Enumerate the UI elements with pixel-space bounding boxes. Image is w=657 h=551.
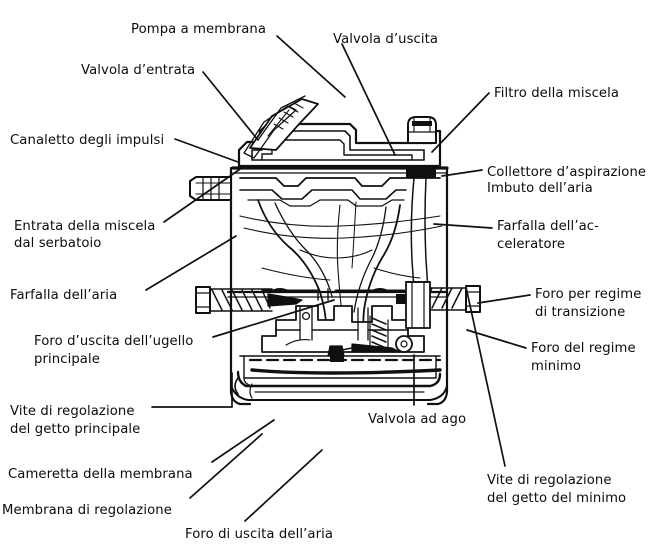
label-collettore-daspirazione: Collettore d’aspirazione <box>487 165 647 180</box>
filter-screw-cap <box>407 116 437 144</box>
label-dal-serbatoio: dal serbatoio <box>14 236 102 251</box>
internal-detail-contours <box>239 215 443 346</box>
label-vite-di-regolazione-1: Vite di regolazione <box>10 404 135 419</box>
upper-internal-passages <box>239 177 441 207</box>
label-canaletto-degli-impulsi: Canaletto degli impulsi <box>10 133 165 148</box>
leader-farfalla-dellaria <box>145 235 237 291</box>
leader-foro-per-regime <box>477 294 531 304</box>
label-di-transizione: di transizione <box>535 305 626 320</box>
diaphragm-chamber <box>230 352 448 401</box>
leader-foro-uscita-ugello <box>212 299 335 338</box>
leader-lines <box>145 35 531 522</box>
label-foro-di-uscita-dellaria: Foro di uscita dell’aria <box>185 527 334 542</box>
label-entrata-della-miscela: Entrata della miscela <box>14 219 156 234</box>
label-cameretta-della-membrana: Cameretta della membrana <box>8 467 193 482</box>
leader-foro-uscita-aria <box>244 449 323 522</box>
label-principale: principale <box>34 352 100 367</box>
label-filtro-della-miscela: Filtro della miscela <box>494 86 620 101</box>
label-membrana-di-regolazione: Membrana di regolazione <box>2 503 172 518</box>
label-minimo: minimo <box>531 359 582 374</box>
label-farfalla-dellaria: Farfalla dell’aria <box>10 288 118 303</box>
label-celeratore: celeratore <box>497 237 566 252</box>
leader-valvola-dentrata <box>202 71 259 141</box>
label-farfalla-dellacceleratore: Farfalla dell’ac- <box>497 219 599 234</box>
leader-filtro-della-miscela <box>431 92 490 153</box>
label-foro-del-regime: Foro del regime <box>531 341 636 356</box>
label-del-getto-del-minimo: del getto del minimo <box>487 491 627 506</box>
label-valvola-ad-ago: Valvola ad ago <box>368 412 467 427</box>
label-imbuto-dellaria: Imbuto dell’aria <box>487 181 593 196</box>
pump-gasket-band <box>231 166 449 178</box>
label-foro-duscita-ugello: Foro d’uscita dell’ugello <box>34 334 194 349</box>
label-foro-per-regime: Foro per regime <box>535 287 642 302</box>
leader-vite-getto-principale <box>151 372 233 408</box>
leader-valvola-duscita <box>341 43 396 156</box>
label-valvola-duscita: Valvola d’uscita <box>333 32 439 47</box>
leader-membrana-regolazione <box>189 433 263 499</box>
label-pompa-a-membrana: Pompa a membrana <box>131 22 267 37</box>
right-fuel-gallery <box>405 177 431 329</box>
leader-cameretta-membrana <box>211 419 275 463</box>
leader-pompa-a-membrana <box>276 35 346 98</box>
leader-farfalla-acceleratore <box>433 223 493 229</box>
label-vite-di-regolazione-2: Vite di regolazione <box>487 473 612 488</box>
main-jet-adjusting-screw <box>195 286 303 314</box>
pump-body <box>237 95 442 168</box>
leader-canaletto-impulsi <box>174 138 239 163</box>
label-del-getto-principale: del getto principale <box>10 422 141 437</box>
leader-entrata-miscela <box>163 166 244 223</box>
leader-vite-getto-minimo <box>465 286 506 467</box>
leader-collettore-aspirazione <box>441 169 483 177</box>
label-valvola-dentrata: Valvola d’entrata <box>81 63 196 78</box>
